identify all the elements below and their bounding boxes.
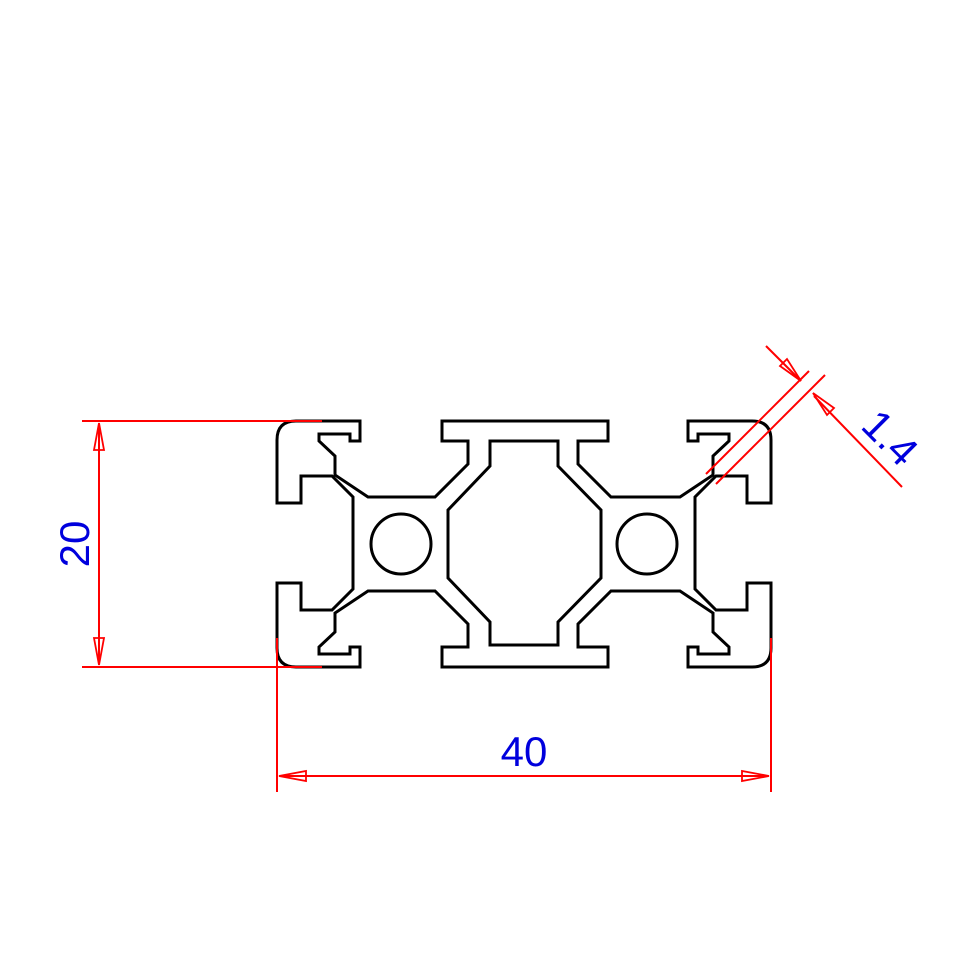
- width-arrow-left: [278, 769, 307, 783]
- dimension-width: 40: [276, 638, 772, 792]
- profile-bore-left: [369, 512, 433, 576]
- profile-outer-contour: [275, 419, 773, 669]
- height-arrow-top: [92, 422, 106, 451]
- wall-thickness-value-label: 1.4: [853, 400, 928, 475]
- dimension-wall-thickness: 1.4: [705, 345, 928, 488]
- width-arrow-right: [741, 769, 770, 783]
- wall-extension-outer: [705, 370, 810, 475]
- wall-extension-inner: [715, 374, 826, 485]
- wall-arrow-outer: [778, 357, 802, 382]
- height-value-label: 20: [51, 521, 98, 568]
- profile-center-cavity: [446, 439, 603, 647]
- wall-leader-inner: [813, 395, 903, 488]
- width-value-label: 40: [501, 728, 548, 775]
- dimension-height: 20: [51, 420, 322, 668]
- height-arrow-bottom: [92, 637, 106, 666]
- profile-bore-right: [615, 512, 679, 576]
- wall-arrow-inner: [812, 392, 836, 417]
- aluminium-extrusion-profile-icon: [275, 419, 773, 669]
